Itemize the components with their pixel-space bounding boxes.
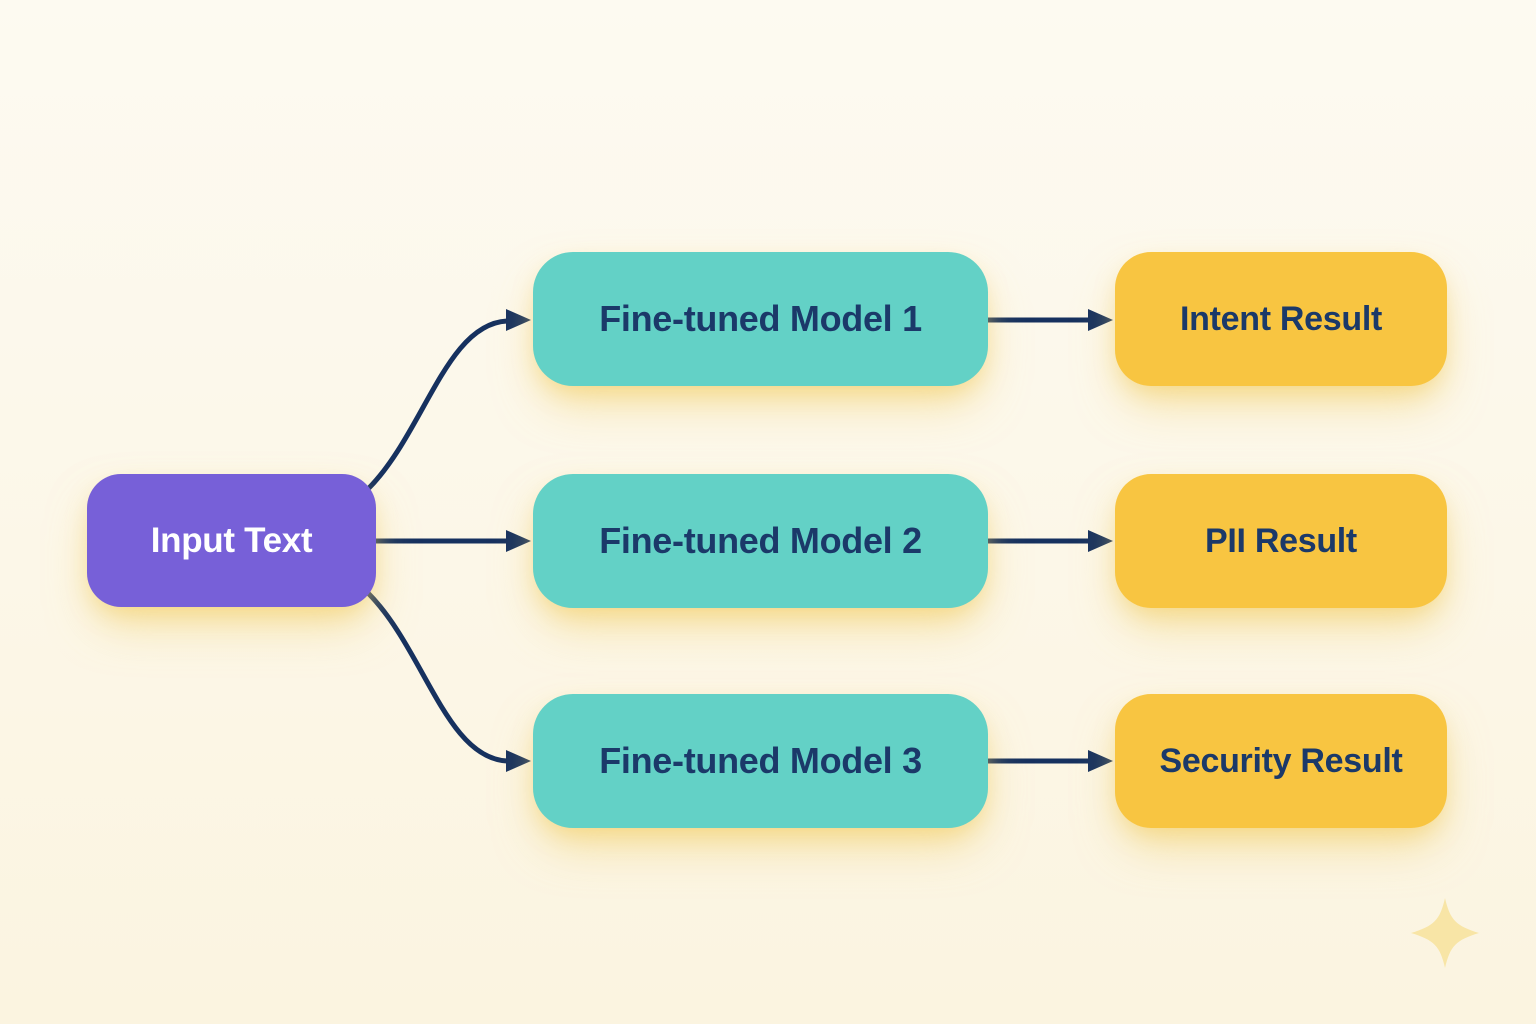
- arrowhead-input-to-model1-icon: [506, 309, 531, 331]
- arrowhead-model3-to-result3-icon: [1088, 750, 1113, 772]
- arrowhead-input-to-model3-icon: [506, 750, 531, 772]
- model-2-label: Fine-tuned Model 2: [599, 520, 922, 561]
- security-result-node: Security Result: [1115, 694, 1447, 828]
- model-2-node: Fine-tuned Model 2: [533, 474, 988, 608]
- arrowhead-model2-to-result2-icon: [1088, 530, 1113, 552]
- model-1-label: Fine-tuned Model 1: [599, 298, 922, 339]
- input-text-label: Input Text: [150, 520, 313, 560]
- security-result-label: Security Result: [1159, 741, 1403, 780]
- intent-result-label: Intent Result: [1180, 299, 1382, 338]
- arrow-input-to-model1: [365, 318, 510, 492]
- pii-result-label: PII Result: [1205, 521, 1357, 560]
- model-1-node: Fine-tuned Model 1: [533, 252, 988, 386]
- model-3-node: Fine-tuned Model 3: [533, 694, 988, 828]
- intent-result-node: Intent Result: [1115, 252, 1447, 386]
- input-text-node: Input Text: [87, 474, 376, 607]
- arrowhead-model1-to-result1-icon: [1088, 309, 1113, 331]
- pii-result-node: PII Result: [1115, 474, 1447, 608]
- arrow-input-to-model3: [365, 590, 510, 764]
- sparkle-icon: [1411, 898, 1479, 968]
- model-3-label: Fine-tuned Model 3: [599, 740, 922, 781]
- arrowhead-input-to-model2-icon: [506, 530, 531, 552]
